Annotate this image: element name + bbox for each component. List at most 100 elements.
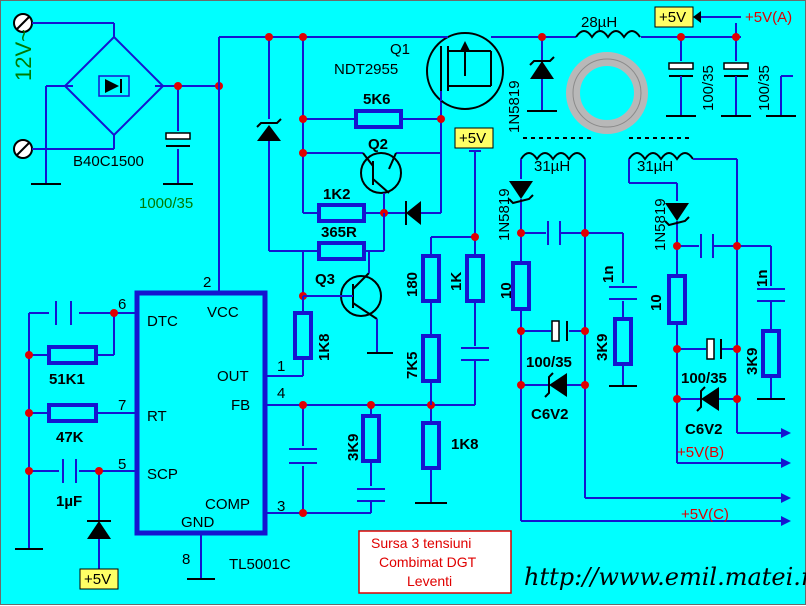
- main-diode-label: 1N5819: [506, 80, 523, 133]
- bridge-rectifier: [63, 35, 165, 137]
- stage-c-wires: [628, 158, 781, 464]
- comp-capacitor: [357, 488, 385, 502]
- bridge-label: B40C1500: [73, 153, 144, 170]
- stage-b-wires: [520, 159, 781, 522]
- resistor-3k9-comp-label: 3K9: [345, 433, 362, 461]
- title-line1: Sursa 3 tensiuni: [371, 535, 471, 551]
- diode-b: [508, 181, 534, 205]
- gate-diode: [405, 153, 442, 225]
- plus5v-tag-fb: +5V: [454, 127, 494, 149]
- resistor-47k-label: 47K: [56, 429, 84, 446]
- capacitor-b-1n: [609, 286, 637, 300]
- dtc-capacitor: [55, 301, 72, 325]
- q2-transistor: [360, 152, 402, 213]
- resistor-b-3k9-label: 3K9: [594, 333, 611, 361]
- q3-transistor: [303, 251, 393, 354]
- ic-pin-scp: SCP: [147, 466, 178, 483]
- plus5v-tag-scp: +5V: [79, 568, 119, 590]
- ic-pin-vcc: VCC: [207, 304, 239, 321]
- output-rail-a: [491, 16, 741, 111]
- inductor-c-label: 31µH: [637, 158, 673, 175]
- q1-part-label: NDT2955: [334, 61, 398, 78]
- resistor-180: [421, 254, 441, 303]
- capacitor-1uf-label: 1µF: [56, 493, 82, 510]
- zener-c: [696, 386, 719, 412]
- pin-num-dtc: 6: [118, 296, 126, 313]
- pin-num-scp: 5: [118, 456, 126, 473]
- output-a-label: +5V(A): [745, 9, 792, 26]
- resistor-1k: [465, 254, 485, 303]
- ic-pin-fb: FB: [231, 397, 250, 414]
- resistor-1k8-q3-label: 1K8: [316, 333, 333, 361]
- capacitor-b-coupling: [547, 221, 561, 245]
- inductor-28uh-label: 28µH: [581, 14, 617, 31]
- resistor-b-3k9: [613, 317, 633, 366]
- capacitor-c-1n-label: 1n: [754, 269, 771, 287]
- resistor-5k6: [354, 109, 403, 129]
- svg-text:+5V: +5V: [659, 9, 686, 26]
- diode-c: [664, 203, 690, 227]
- resistor-c-3k9-label: 3K9: [744, 347, 761, 375]
- pin-num-comp: 3: [277, 498, 285, 515]
- resistor-1k8-q3: [266, 296, 313, 377]
- resistor-b-10: [511, 261, 531, 311]
- zener-b-label: C6V2: [531, 406, 569, 423]
- coupled-inductor-c: [628, 137, 694, 161]
- divider-capacitor: [461, 347, 489, 361]
- ic-pin-gnd: GND: [181, 514, 215, 531]
- plus5v-tag-main: +5V: [654, 6, 701, 28]
- scp-diode: [87, 520, 111, 539]
- resistor-c-3k9: [761, 329, 781, 378]
- ic-pin-dtc: DTC: [147, 313, 178, 330]
- resistor-5k6-label: 5K6: [363, 91, 391, 108]
- diode-c-label: 1N5819: [652, 198, 669, 251]
- output-b-label: +5V(B): [677, 444, 724, 461]
- q1-mosfet: [421, 32, 504, 110]
- output-c-label: +5V(C): [681, 506, 729, 523]
- zener-c-label: C6V2: [685, 421, 723, 438]
- svg-text:+5V: +5V: [84, 571, 111, 588]
- resistor-47k: [47, 403, 98, 423]
- resistor-365r: [317, 213, 385, 261]
- capacitor-b-1n-label: 1n: [600, 265, 617, 283]
- capacitor-b-100-label: 100/35: [526, 354, 572, 371]
- resistor-51k1: [47, 345, 98, 365]
- ic-name: TL5001C: [229, 556, 291, 573]
- zener-diode: [256, 118, 319, 252]
- resistor-7k5-label: 7K5: [404, 351, 421, 379]
- resistor-7k5: [421, 334, 441, 383]
- capacitor-c-1n: [757, 288, 785, 302]
- scp-capacitor: [62, 459, 77, 483]
- vcc-rail: [218, 36, 442, 293]
- input-voltage-label: 12V~: [11, 29, 36, 81]
- q2-label: Q2: [368, 136, 388, 153]
- capacitor-c-100: [706, 338, 722, 360]
- svg-text:+5V: +5V: [459, 130, 486, 147]
- output-caps: [666, 62, 796, 117]
- resistor-1k-label: 1K: [448, 272, 465, 291]
- resistor-1k2-label: 1K2: [323, 186, 351, 203]
- title-box: [358, 530, 512, 594]
- pin-num-out: 1: [277, 358, 285, 375]
- main-catch-diode: [527, 56, 557, 112]
- capacitor-b-100: [551, 320, 568, 342]
- capacitor-c-100-label: 100/35: [681, 370, 727, 387]
- coupled-inductor-b: [520, 137, 591, 161]
- resistor-c-10-label: 10: [648, 294, 665, 311]
- pin-num-rt: 7: [118, 397, 126, 414]
- resistor-365r-label: 365R: [321, 224, 357, 241]
- resistor-3k9-comp: [361, 414, 381, 463]
- pin-num-gnd: 8: [182, 551, 190, 568]
- input-capacitor: [163, 132, 193, 185]
- title-line3: Leventi: [407, 573, 452, 589]
- diode-b-label: 1N5819: [496, 188, 513, 241]
- toroid-core: [566, 52, 648, 134]
- q1-label: Q1: [390, 41, 410, 58]
- ic-left-wires: [28, 312, 202, 579]
- resistor-1k8-fb-label: 1K8: [451, 436, 479, 453]
- resistor-180-label: 180: [404, 272, 421, 297]
- pin-num-vcc: 2: [203, 274, 211, 291]
- ic-pin-rt: RT: [147, 408, 167, 425]
